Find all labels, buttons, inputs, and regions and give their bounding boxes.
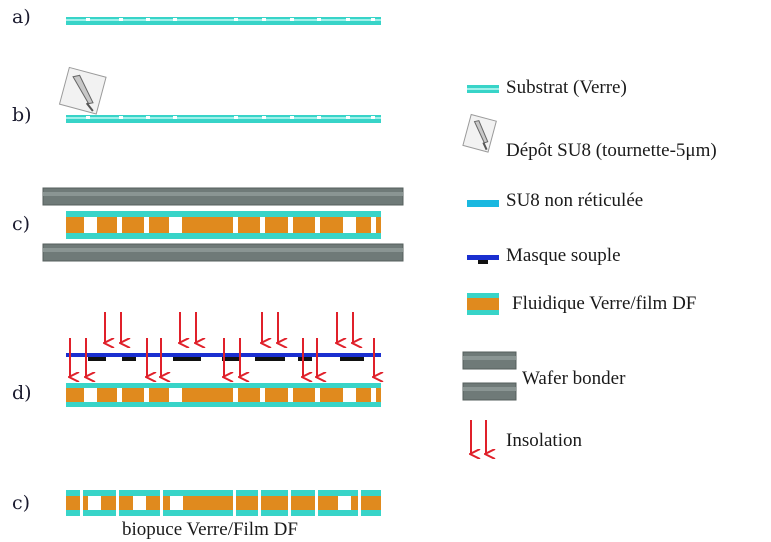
legend-mask-swatch — [467, 255, 499, 264]
legend-su8-label: SU8 non réticulée — [506, 190, 644, 211]
pipette-icon — [58, 66, 107, 115]
legend-depot-icon — [462, 113, 497, 153]
step-b-substrate — [66, 115, 381, 123]
legend-substrate-label: Substrat (Verre) — [506, 77, 627, 98]
step-label-c2: c) — [12, 492, 31, 514]
step-label-b: b) — [12, 104, 32, 126]
step-d-stack — [66, 383, 381, 407]
step-label-c1: c) — [12, 213, 31, 235]
legend-fluidic-label: Fluidique Verre/film DF — [512, 293, 697, 314]
step-c1-stack — [42, 187, 404, 262]
step-label-d: d) — [12, 382, 32, 404]
insolation-arrows — [70, 312, 374, 377]
step-c2-chip — [66, 490, 381, 516]
legend-insolation-label: Insolation — [506, 430, 582, 451]
step-a-substrate — [66, 17, 381, 25]
step-label-a: a) — [12, 6, 31, 28]
legend-insolation-arrows — [471, 420, 486, 454]
legend-substrate-swatch — [467, 85, 499, 93]
chip-caption: biopuce Verre/Film DF — [122, 519, 298, 540]
legend-fluidic-swatch — [467, 293, 499, 315]
legend-wafer-label: Wafer bonder — [522, 368, 626, 389]
legend-depot-label: Dépôt SU8 (tournette-5μm) — [506, 140, 717, 161]
legend-su8-swatch — [467, 200, 499, 207]
legend-mask-label: Masque souple — [506, 245, 621, 266]
legend-wafer-swatch — [462, 351, 517, 401]
